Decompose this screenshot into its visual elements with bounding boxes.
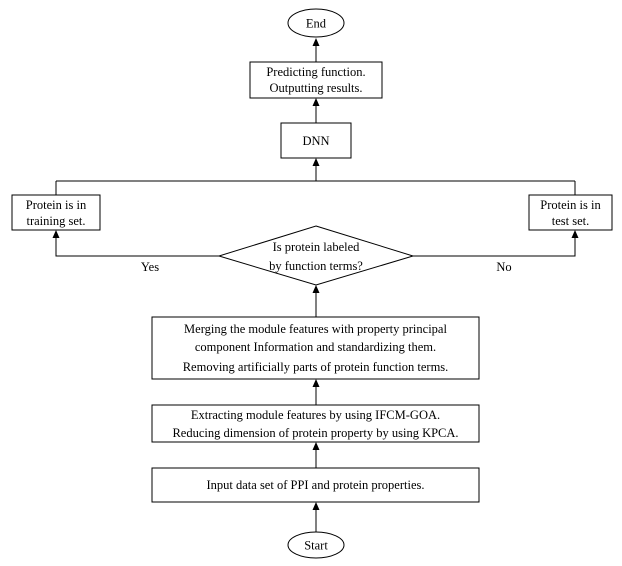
test-line-1: Protein is in bbox=[540, 198, 601, 212]
arrowhead bbox=[312, 502, 320, 510]
decision-line-1: Is protein labeled bbox=[273, 240, 361, 254]
yes-label: Yes bbox=[141, 260, 159, 274]
merge-line-1: Merging the module features with propert… bbox=[184, 322, 447, 336]
no-label: No bbox=[496, 260, 511, 274]
decision-line-2: by function terms? bbox=[269, 259, 363, 273]
predict-line-1: Predicting function. bbox=[266, 65, 365, 79]
test-set-box: Protein is in test set. bbox=[528, 194, 613, 231]
arrow-decision-to-training bbox=[55, 238, 219, 257]
training-line-2: training set. bbox=[26, 214, 85, 228]
arrowhead bbox=[312, 442, 320, 450]
decision-diamond: Is protein labeled by function terms? bbox=[217, 225, 415, 286]
test-line-2: test set. bbox=[552, 214, 590, 228]
merge-line-3: Removing artificially parts of protein f… bbox=[183, 360, 449, 374]
arrowhead bbox=[52, 230, 60, 238]
input-box: Input data set of PPI and protein proper… bbox=[151, 467, 480, 503]
dnn-label: DNN bbox=[302, 134, 329, 148]
arrowhead bbox=[312, 158, 320, 166]
training-line-1: Protein is in bbox=[26, 198, 87, 212]
arrowhead bbox=[571, 230, 579, 238]
arrowhead bbox=[312, 379, 320, 387]
end-label: End bbox=[306, 17, 327, 31]
connectors bbox=[52, 38, 579, 532]
merge-box: Merging the module features with propert… bbox=[151, 316, 480, 380]
predict-line-2: Outputting results. bbox=[269, 81, 362, 95]
dnn-box: DNN bbox=[280, 122, 352, 159]
training-set-box: Protein is in training set. bbox=[11, 194, 101, 231]
extract-line-1: Extracting module features by using IFCM… bbox=[191, 408, 440, 422]
input-label: Input data set of PPI and protein proper… bbox=[206, 478, 424, 492]
merge-line-2: component Information and standardizing … bbox=[195, 340, 436, 354]
arrowhead bbox=[312, 285, 320, 293]
extract-line-2: Reducing dimension of protein property b… bbox=[172, 426, 458, 440]
arrowhead bbox=[312, 38, 320, 46]
start-terminal: Start bbox=[287, 531, 345, 559]
extract-box: Extracting module features by using IFCM… bbox=[151, 404, 480, 443]
predict-box: Predicting function. Outputting results. bbox=[249, 61, 383, 99]
arrow-decision-to-test bbox=[413, 238, 576, 257]
arrowhead bbox=[312, 98, 320, 106]
start-label: Start bbox=[304, 539, 328, 553]
end-terminal: End bbox=[287, 8, 345, 38]
